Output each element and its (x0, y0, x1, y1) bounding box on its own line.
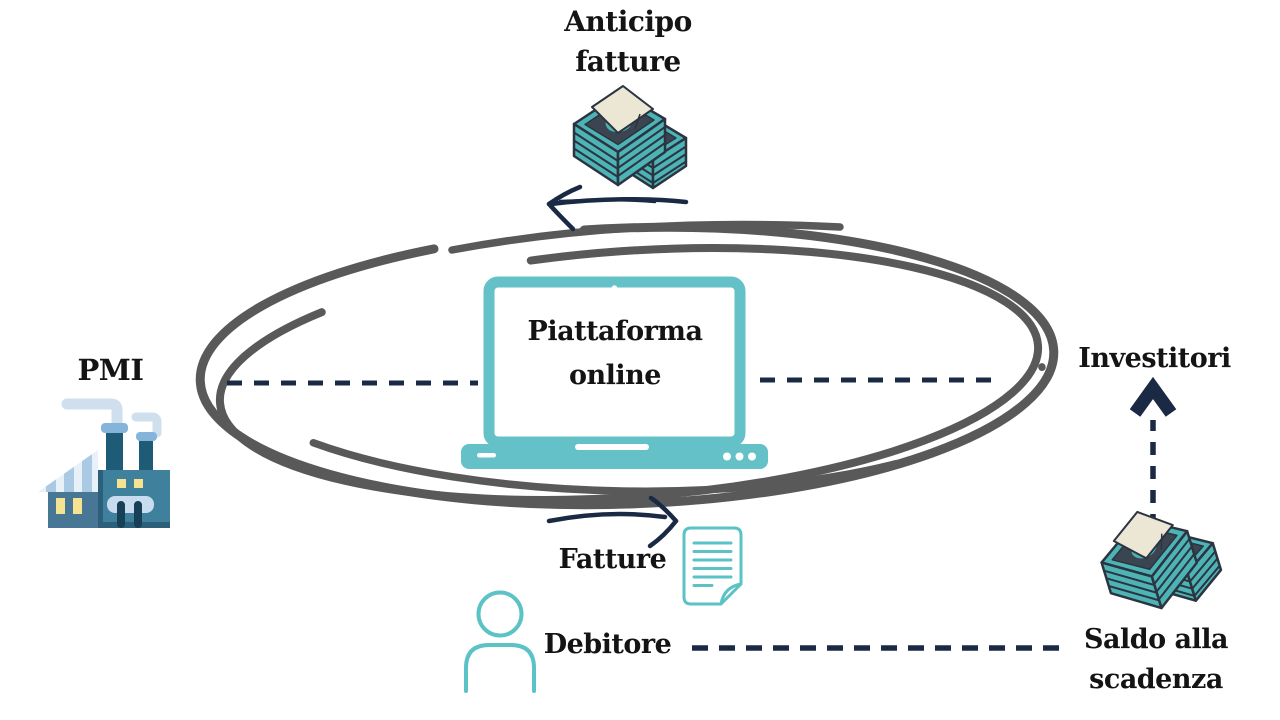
person-icon (464, 590, 536, 693)
label-investitori: Investitori (1078, 343, 1231, 374)
laptop-icon (461, 276, 768, 469)
money-stack-icon (1089, 492, 1229, 626)
factory-icon (38, 398, 170, 528)
arrow-right-icon (546, 495, 679, 549)
money-stack-icon (572, 84, 688, 190)
label-piattaforma-online: Piattaforma online (527, 316, 703, 391)
swirl-ellipse (195, 220, 1059, 510)
arrow-up-icon (1129, 376, 1177, 417)
label-debitore: Debitore (543, 629, 672, 660)
label-pmi: PMI (77, 353, 144, 387)
arrow-left-icon (546, 184, 689, 232)
label-saldo-alla-scadenza: Saldo alla scadenza (1083, 624, 1229, 695)
dashed-connectors (227, 377, 1156, 651)
label-anticipo-fatture: Anticipo fatture (564, 5, 692, 78)
label-fatture: Fatture (558, 544, 667, 575)
invoice-document-icon (682, 526, 743, 606)
